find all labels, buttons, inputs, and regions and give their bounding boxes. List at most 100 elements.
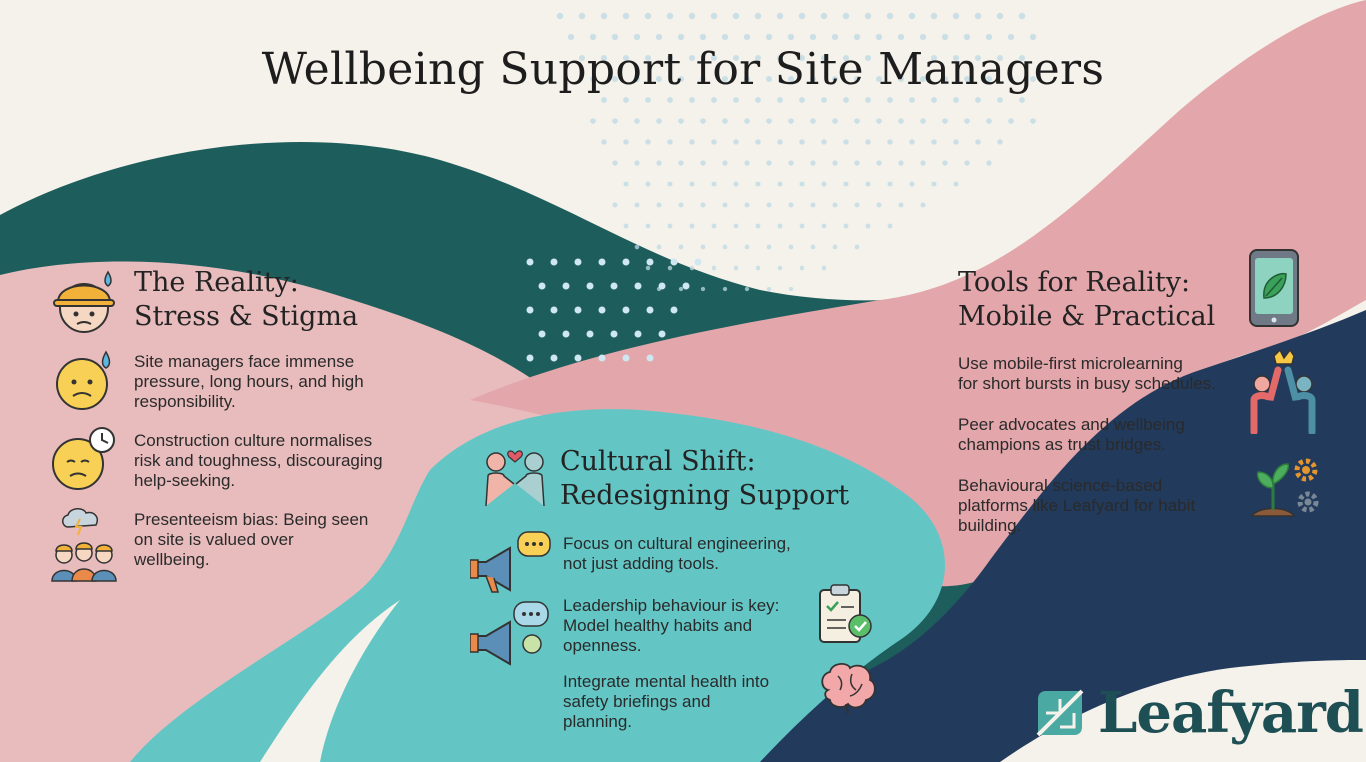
- decor-dot: [623, 181, 629, 187]
- decor-dot: [953, 97, 959, 103]
- decor-dot: [622, 54, 630, 62]
- decor-dot: [997, 97, 1003, 103]
- decor-dot: [931, 139, 937, 145]
- decor-dot: [821, 97, 827, 103]
- reality-item-3-line: Presenteeism bias: Being seen: [134, 510, 369, 529]
- decor-dot: [788, 244, 794, 250]
- decor-dot: [646, 258, 654, 266]
- decor-dot: [832, 202, 838, 208]
- decor-dot: [821, 265, 827, 271]
- decor-dot: [831, 33, 839, 41]
- decor-dot: [920, 76, 926, 82]
- cultural-item-3-line: Integrate mental health into: [563, 672, 770, 691]
- decor-dot: [787, 33, 795, 41]
- decor-dot: [766, 244, 772, 250]
- decor-dot: [612, 118, 618, 124]
- reality-item-1-line: pressure, long hours, and high: [134, 372, 364, 391]
- decor-dot: [777, 97, 783, 103]
- decor-dot: [670, 258, 678, 266]
- decor-dot: [722, 244, 728, 250]
- decor-dot: [526, 306, 534, 314]
- decor-dot: [610, 282, 618, 290]
- decor-dot: [550, 306, 558, 314]
- decor-dot: [689, 97, 695, 103]
- decor-dot: [678, 286, 684, 292]
- decor-dot: [645, 223, 651, 229]
- dot-pattern: [526, 12, 1037, 362]
- decor-dot: [798, 12, 806, 20]
- reality-item-2-line: risk and toughness, discouraging: [134, 451, 383, 470]
- decor-dot: [689, 223, 695, 229]
- cultural-heading-line-2: Redesigning Support: [560, 480, 850, 511]
- reality-item-1: Site managers face immense pressure, lon…: [134, 352, 364, 412]
- megaphone-speech-icon: [470, 531, 551, 593]
- decor-dot: [854, 244, 860, 250]
- decor-dot: [711, 265, 717, 271]
- pink-left-blob: [0, 261, 576, 762]
- decor-dot: [567, 33, 575, 41]
- reality-heading-line-2: Stress & Stigma: [134, 301, 359, 332]
- decor-dot: [865, 97, 871, 103]
- decor-dot: [755, 97, 761, 103]
- decor-dot: [732, 12, 740, 20]
- cultural-item-1: Focus on cultural engineering, not just …: [563, 534, 791, 574]
- reality-item-3: Presenteeism bias: Being seen on site is…: [134, 510, 368, 570]
- decor-dot: [667, 223, 673, 229]
- decor-dot: [854, 160, 860, 166]
- cultural-heading-line-1: Cultural Shift:: [560, 446, 756, 477]
- decor-dot: [722, 160, 728, 166]
- decor-dot: [656, 202, 662, 208]
- tools-heading-line-2: Mobile & Practical: [958, 301, 1216, 332]
- decor-dot: [700, 76, 706, 82]
- decor-dot: [755, 223, 761, 229]
- smartphone-leaf-icon: [1249, 249, 1299, 327]
- reality-item-2-line: help-seeking.: [134, 471, 236, 490]
- decor-dot: [788, 160, 794, 166]
- decor-dot: [634, 160, 640, 166]
- decor-dot: [898, 118, 904, 124]
- decor-dot: [550, 258, 558, 266]
- tools-item-1-line: for short bursts in busy schedules.: [958, 374, 1216, 393]
- decor-dot: [678, 118, 684, 124]
- decor-dot: [799, 181, 805, 187]
- cultural-item-2-line: Leadership behaviour is key:: [563, 596, 780, 615]
- decor-dot: [733, 181, 739, 187]
- decor-dot: [710, 12, 718, 20]
- decor-dot: [634, 76, 640, 82]
- decor-dot: [667, 139, 673, 145]
- decor-dot: [658, 282, 666, 290]
- decor-dot: [578, 12, 586, 20]
- decor-dot: [843, 97, 849, 103]
- decor-dot: [755, 139, 761, 145]
- decor-dot: [766, 76, 772, 82]
- decor-dot: [645, 97, 651, 103]
- cultural-item-3-line: planning.: [563, 712, 633, 731]
- decor-dot: [733, 139, 739, 145]
- decor-dot: [1008, 76, 1014, 82]
- decor-dot: [754, 54, 762, 62]
- decor-dot: [964, 160, 970, 166]
- reality-item-3-line: on site is valued over: [134, 530, 294, 549]
- decor-dot: [633, 33, 641, 41]
- decor-dot: [986, 118, 992, 124]
- decor-dot: [733, 97, 739, 103]
- decor-dot: [645, 181, 651, 187]
- decor-dot: [678, 160, 684, 166]
- decor-dot: [964, 118, 970, 124]
- decor-dot: [612, 202, 618, 208]
- decor-dot: [843, 181, 849, 187]
- decor-dot: [798, 54, 806, 62]
- decor-dot: [766, 118, 772, 124]
- decor-dot: [810, 202, 816, 208]
- decor-dot: [821, 223, 827, 229]
- decor-dot: [776, 12, 784, 20]
- cultural-item-2: Leadership behaviour is key: Model healt…: [563, 596, 779, 656]
- decor-dot: [941, 33, 949, 41]
- decor-dot: [622, 354, 630, 362]
- sprout-gears-icon: [1250, 458, 1319, 517]
- high-five-icon: [1250, 348, 1316, 434]
- decor-dot: [710, 54, 718, 62]
- decor-dot: [574, 258, 582, 266]
- decor-dot: [601, 97, 607, 103]
- decor-dot: [1030, 76, 1036, 82]
